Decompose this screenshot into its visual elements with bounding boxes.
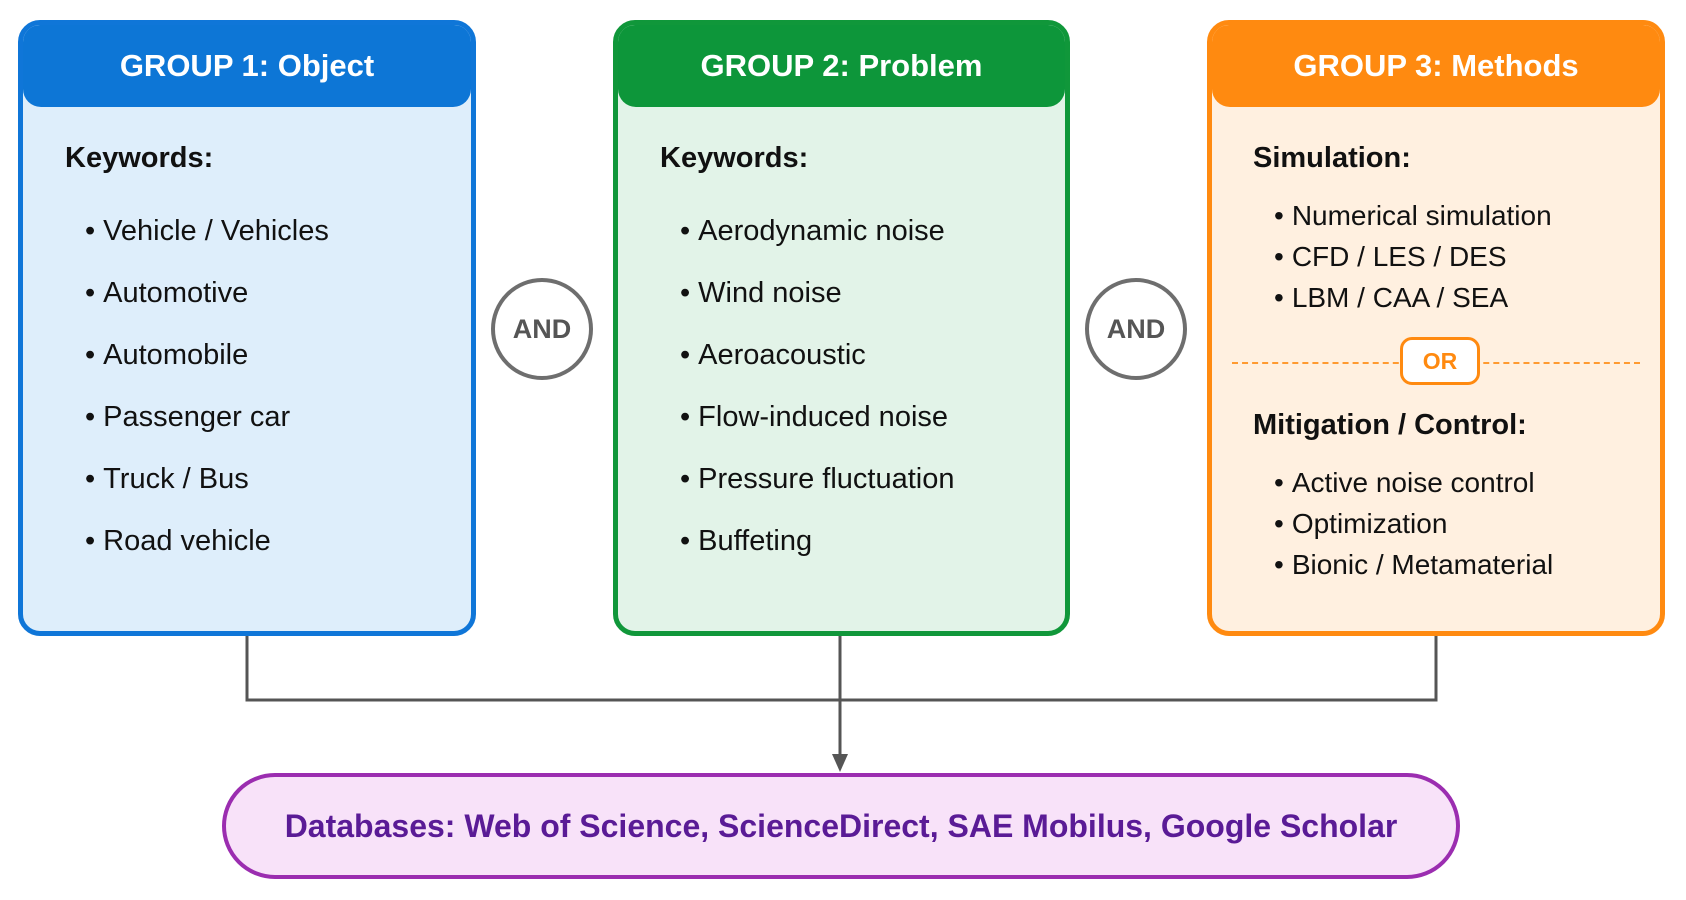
keyword-item: Aerodynamic noise [680, 200, 954, 262]
group-2-keywords-title: Keywords: [660, 142, 809, 174]
mitigation-item: Optimization [1274, 503, 1553, 544]
group-1-keywords-title: Keywords: [65, 142, 214, 174]
keyword-item: Wind noise [680, 262, 954, 324]
simulation-title: Simulation: [1253, 142, 1411, 174]
group-1-box: GROUP 1: Object Keywords: Vehicle / Vehi… [18, 20, 476, 636]
group-1-keyword-list: Vehicle / Vehicles Automotive Automobile… [85, 200, 329, 572]
group-3-box: GROUP 3: Methods Simulation: Numerical s… [1207, 20, 1665, 636]
keyword-item: Aeroacoustic [680, 324, 954, 386]
mitigation-list: Active noise control Optimization Bionic… [1274, 462, 1553, 585]
and-operator-1: AND [491, 278, 593, 380]
keyword-item: Truck / Bus [85, 448, 329, 510]
or-badge: OR [1400, 337, 1480, 385]
connector-group1 [245, 636, 840, 702]
and-operator-2: AND [1085, 278, 1187, 380]
arrow-head [832, 754, 848, 772]
keyword-item: Pressure fluctuation [680, 448, 954, 510]
mitigation-item: Bionic / Metamaterial [1274, 544, 1553, 585]
keyword-item: Automobile [85, 324, 329, 386]
group-2-header: GROUP 2: Problem [618, 25, 1065, 107]
simulation-item: CFD / LES / DES [1274, 236, 1552, 277]
simulation-item: Numerical simulation [1274, 195, 1552, 236]
group-2-box: GROUP 2: Problem Keywords: Aerodynamic n… [613, 20, 1070, 636]
keyword-item: Buffeting [680, 510, 954, 572]
keyword-item: Automotive [85, 262, 329, 324]
group-2-keyword-list: Aerodynamic noise Wind noise Aeroacousti… [680, 200, 954, 572]
keyword-item: Flow-induced noise [680, 386, 954, 448]
connector-group3 [840, 636, 1438, 702]
simulation-item: LBM / CAA / SEA [1274, 277, 1552, 318]
keyword-item: Road vehicle [85, 510, 329, 572]
keyword-item: Passenger car [85, 386, 329, 448]
group-1-header: GROUP 1: Object [23, 25, 471, 107]
keyword-item: Vehicle / Vehicles [85, 200, 329, 262]
mitigation-title: Mitigation / Control: [1253, 409, 1527, 441]
mitigation-item: Active noise control [1274, 462, 1553, 503]
databases-box: Databases: Web of Science, ScienceDirect… [222, 773, 1460, 879]
simulation-list: Numerical simulation CFD / LES / DES LBM… [1274, 195, 1552, 318]
group-3-header: GROUP 3: Methods [1212, 25, 1660, 107]
